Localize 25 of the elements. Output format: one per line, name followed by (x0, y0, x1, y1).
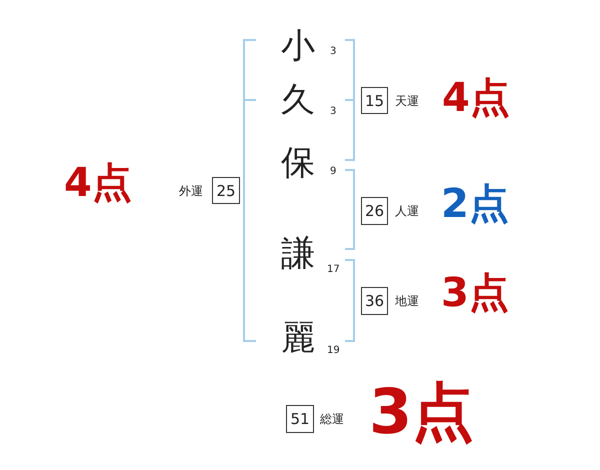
name-character: 小 (281, 29, 315, 63)
number-box: 15 (361, 87, 388, 114)
stroke-count: 3 (330, 47, 336, 57)
name-character: 保 (281, 146, 315, 180)
name-character: 謙 (281, 237, 315, 271)
fortune-label: 地運 (395, 295, 419, 307)
fortune-label: 人運 (395, 205, 419, 217)
number-box: 26 (361, 197, 388, 225)
name-character: 麗 (281, 321, 315, 355)
fortune-label: 天運 (395, 95, 419, 107)
name-character: 久 (281, 83, 315, 117)
number-box: 25 (212, 177, 240, 204)
score-text: 3点 (441, 273, 509, 313)
number-box: 51 (286, 405, 314, 433)
score-text: 2点 (441, 184, 509, 224)
stroke-count: 17 (327, 265, 340, 275)
stroke-count: 3 (330, 107, 336, 117)
number-box: 36 (361, 287, 388, 315)
fortune-label: 総運 (320, 413, 344, 425)
stroke-count: 9 (330, 167, 336, 177)
stroke-count: 19 (327, 346, 340, 356)
fortune-label: 外運 (179, 185, 203, 197)
score-text: 3点 (369, 381, 474, 443)
score-text: 4点 (64, 163, 132, 203)
score-text: 4点 (442, 78, 510, 118)
